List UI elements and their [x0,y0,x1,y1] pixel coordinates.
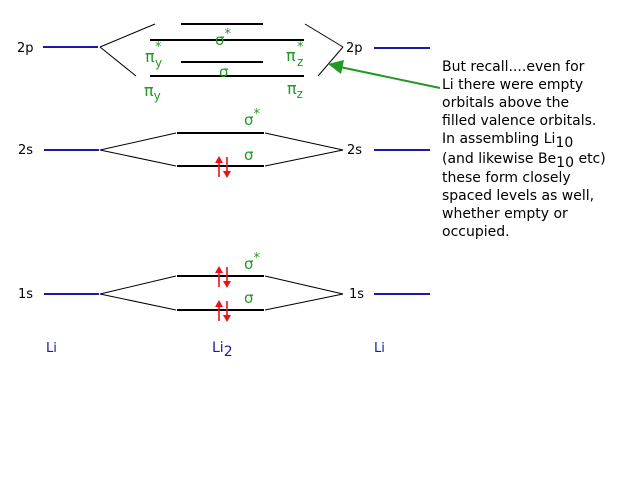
annotation: But recall....even for Li there were emp… [442,59,606,240]
right-2p-label: 2p [346,41,363,56]
pointer-arrowhead [328,60,344,74]
connector [99,132,177,151]
annotation-line-8: spaced levels as well, [442,188,594,204]
molecule-label-sub: 2 [224,344,233,360]
connector [264,275,344,295]
connector [264,132,344,151]
mo-2p-sigma-label: σ [219,63,229,81]
arrowhead [215,300,223,307]
electron-pair-1s-sigma-star [215,266,231,288]
connector [99,149,177,167]
mo-2s-sigma-label: σ [244,146,254,164]
molecule-label-base: Li [212,340,224,356]
correlation-lines [99,23,344,311]
arrowhead [215,266,223,273]
annotation-line-10: occupied. [442,224,510,240]
left-2p-label: 2p [17,41,34,56]
annotation-li-sub: 10 [555,135,573,151]
mo-2s-sigma-star-label: σ* [244,107,261,129]
connector [264,149,344,167]
mo-2p-pi-y-star-label: π*y [145,40,162,70]
annotation-be-sub: 10 [556,155,574,171]
connector [317,46,344,77]
annotation-line-9: whether empty or [442,206,568,222]
mo-2p-pi-y-label: πy [144,81,161,103]
mo-1s-sigma-label: σ [244,289,254,307]
pointer-arrow [328,60,441,89]
mo-2p-sigma-star-label: σ* [215,27,232,49]
electron-pair-1s-sigma [215,300,231,322]
annotation-line-3: orbitals above the [442,95,569,111]
mo-1s-sigma-star-label: σ* [244,251,261,273]
arrowhead [223,171,231,178]
right-2s-label: 2s [347,143,362,158]
annotation-line-2: Li there were empty [442,77,583,93]
mo-2p-pi-z-star-label: π*z [286,40,304,69]
arrowhead [223,315,231,322]
atomic-levels [43,46,430,295]
connector [99,293,177,311]
annotation-line-1: But recall....even for [442,59,585,75]
right-atom-label: Li [374,341,385,356]
annotation-line-7: these form closely [442,170,571,186]
connector [304,23,344,48]
right-1s-label: 1s [349,287,364,302]
connector [99,46,137,77]
annotation-line-6: (and likewise Be10 etc) [442,151,606,171]
left-2s-label: 2s [18,143,33,158]
arrowhead [223,281,231,288]
left-1s-label: 1s [18,287,33,302]
annotation-line-4: filled valence orbitals. [442,113,596,129]
left-atom-label: Li [46,341,57,356]
mo-2p-pi-z-label: πz [287,79,303,101]
annotation-line-5: In assembling Li10 [442,131,573,151]
pointer-arrow-shaft [339,66,441,89]
connector [99,23,156,48]
mo-levels [150,23,304,311]
electron-pair-2s-sigma [215,156,231,178]
connector [264,293,344,311]
arrowhead [215,156,223,163]
connector [99,275,177,295]
molecule-label: Li2 [212,340,233,360]
